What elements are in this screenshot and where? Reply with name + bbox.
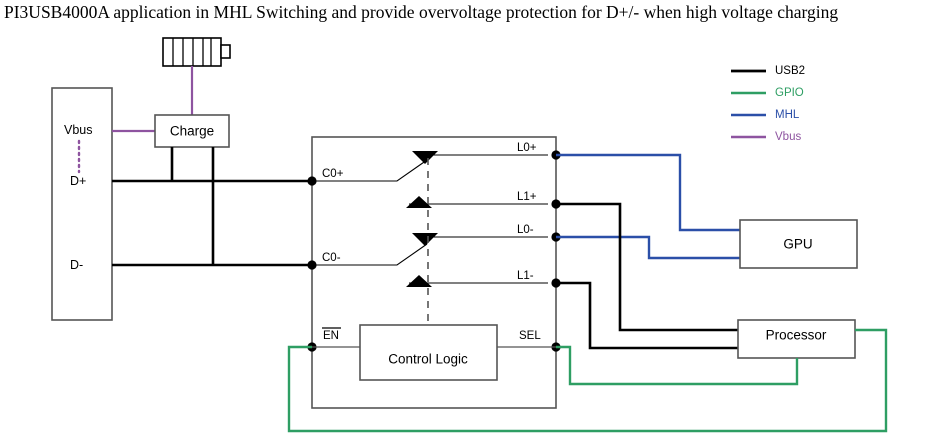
net-sel-processor [556,345,799,386]
legend-label-mhl: MHL [775,109,800,121]
connector-pin-vbus: Vbus [64,123,93,137]
ic-pin-enable: EN [323,330,339,342]
ic-pin-l1minus: L1- [517,270,534,282]
ic-pin-l0minus: L0- [517,224,534,236]
control-logic-label: Control Logic [388,352,468,367]
net-l1minus-processor [556,281,738,350]
charge-label: Charge [170,124,214,139]
legend-label-usb2: USB2 [775,65,805,77]
switch-c0minus-arm [312,243,428,266]
ic-pin-select: SEL [519,330,541,342]
ic-pin-l1plus: L1+ [517,191,537,203]
net-en-processor [287,328,888,433]
switch-arrow-l0minus [412,233,438,246]
switch-arrow-l1plus [406,196,432,208]
control-logic-block [359,324,498,381]
page-title: PI3USB4000A application in MHL Switching… [4,2,839,22]
switch-arrow-l0plus [412,151,438,164]
switch-c0plus-arm [312,159,428,182]
ic-pin-c0plus: C0+ [322,168,344,180]
processor-label: Processor [766,328,827,343]
connector-pin-dminus: D- [70,258,83,272]
legend: USB2 GPIO MHL Vbus [731,65,805,143]
ic-pin-c0minus: C0- [322,252,341,264]
ic-pin-l0plus: L0+ [517,142,537,154]
connector-block [51,87,113,321]
gpu-label: GPU [783,237,812,252]
net-l1plus-processor [556,202,738,332]
charge-block [154,114,230,148]
connector-pin-dplus: D+ [70,174,86,188]
legend-label-gpio: GPIO [775,87,804,99]
legend-label-vbus: Vbus [775,131,801,143]
processor-block [737,319,856,359]
battery-icon [162,37,231,67]
gpu-block [739,219,858,269]
switch-arrow-l1minus [406,275,432,287]
net-l0plus-gpu [556,153,740,232]
net-l0minus-gpu [556,235,740,260]
